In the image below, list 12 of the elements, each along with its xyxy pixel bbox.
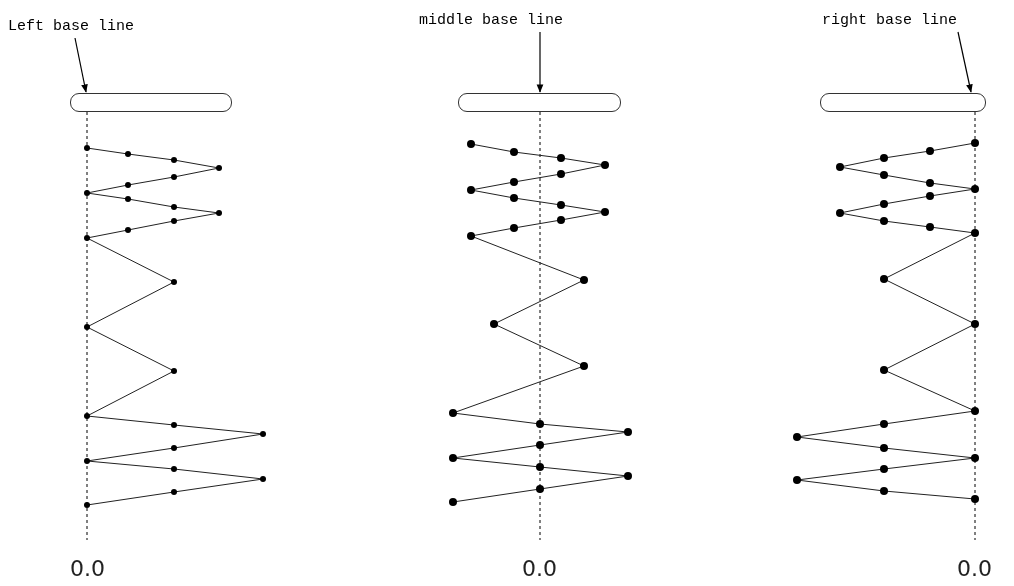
base-line-label: middle base line [419, 12, 564, 30]
base-line-label: Left base line [8, 18, 135, 36]
leader-arrow [536, 31, 544, 93]
rounded-bar [820, 93, 986, 112]
axis-value-label: 0.0 [70, 556, 105, 582]
leader-arrow [74, 37, 88, 93]
leader-arrow [957, 31, 973, 93]
axis-value-label: 0.0 [957, 556, 992, 582]
rounded-bar [70, 93, 232, 112]
base-line-label: right base line [822, 12, 958, 30]
rounded-bar [458, 93, 621, 112]
axis-value-label: 0.0 [522, 556, 557, 582]
